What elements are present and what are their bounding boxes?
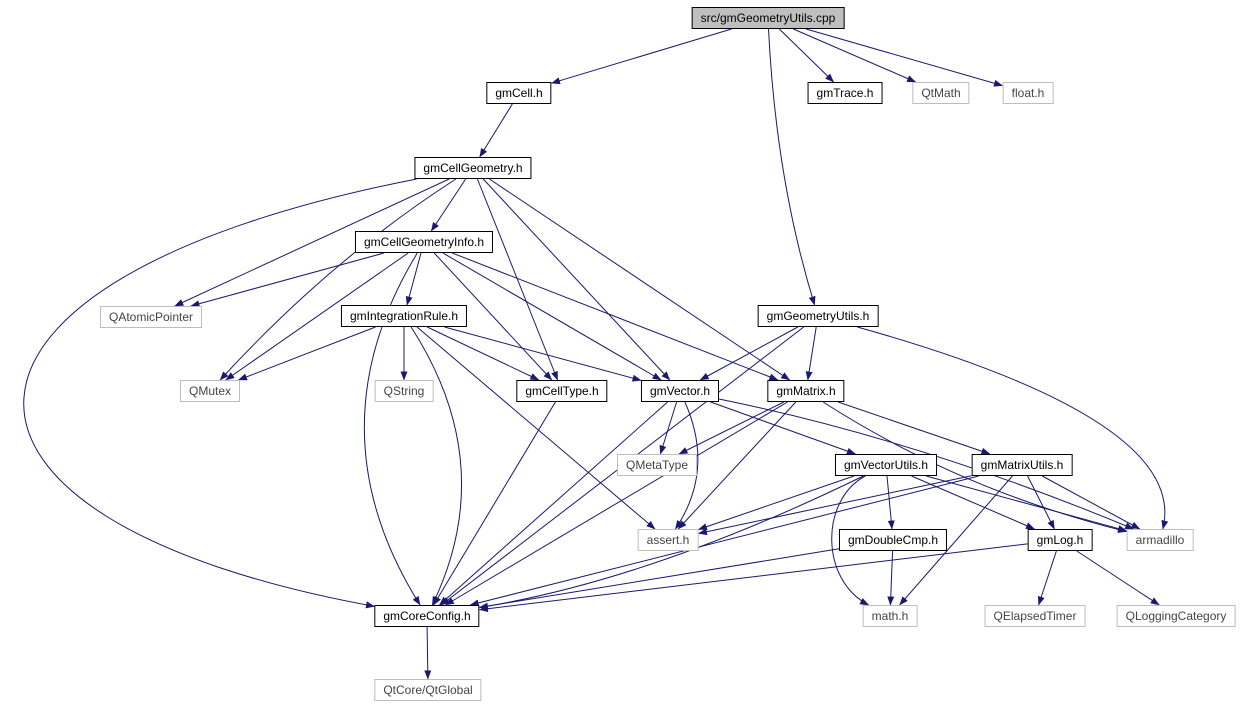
edge-gmCellGeometryInfo-gmIntegrationRule	[405, 252, 422, 306]
graph-node-cpp: src/gmGeometryUtils.cpp	[691, 7, 845, 29]
edge-gmLog-QLoggingCategory	[1076, 550, 1160, 606]
edge-gmMatrix-gmCoreConfig	[445, 401, 788, 606]
graph-node-float: float.h	[1002, 82, 1054, 104]
edge-gmVector-gmCoreConfig	[439, 401, 668, 606]
graph-node-gmIntegrationRule[interactable]: gmIntegrationRule.h	[340, 305, 468, 327]
edge-gmMatrixUtils-gmLog	[1027, 475, 1055, 530]
edge-gmCellGeometryInfo-gmVector	[442, 252, 662, 381]
graph-node-gmGeometryUtilsH[interactable]: gmGeometryUtils.h	[757, 305, 879, 327]
edge-cpp-float	[805, 28, 1003, 87]
edge-cpp-gmTrace	[778, 28, 835, 83]
edge-gmMatrixUtils-gmCoreConfig	[469, 475, 979, 607]
graph-node-gmCell[interactable]: gmCell.h	[486, 82, 552, 104]
graph-node-gmVectorUtils[interactable]: gmVectorUtils.h	[834, 454, 938, 476]
edge-gmIntegrationRule-gmVector	[444, 326, 642, 382]
edge-gmMatrix-QMetaType	[678, 401, 785, 455]
edge-gmIntegrationRule-gmCellType	[426, 326, 540, 381]
edge-gmGeometryUtilsH-gmVector	[699, 326, 799, 381]
graph-node-gmCellGeometryInfo[interactable]: gmCellGeometryInfo.h	[354, 231, 494, 253]
edge-gmCellGeometry-gmCellType	[476, 178, 559, 381]
graph-node-QLoggingCategory: QLoggingCategory	[1116, 605, 1236, 627]
graph-node-QAtomicPointer: QAtomicPointer	[99, 306, 203, 328]
graph-node-QElapsedTimer: QElapsedTimer	[984, 605, 1086, 627]
graph-node-gmMatrix[interactable]: gmMatrix.h	[767, 380, 845, 402]
edge-gmCellGeometryInfo-QMutex	[225, 252, 409, 381]
edge-gmGeometryUtilsH-gmMatrix	[805, 326, 817, 381]
edge-gmCellGeometryInfo-gmCellType	[433, 252, 553, 381]
edge-gmIntegrationRule-QMutex	[238, 326, 376, 381]
graph-node-gmCellGeometry[interactable]: gmCellGeometry.h	[414, 157, 532, 179]
graph-node-math: math.h	[862, 605, 918, 627]
edge-gmMatrixUtils-armadillo	[1041, 475, 1141, 530]
edge-gmDoubleCmp-math	[887, 550, 895, 606]
edge-gmCellGeometry-gmCoreConfig	[23, 178, 417, 609]
edge-gmMatrix-assert	[677, 401, 797, 530]
edge-gmVectorUtils-gmDoubleCmp	[886, 475, 895, 530]
edge-gmMatrix-gmMatrixUtils	[837, 401, 991, 455]
edge-gmCellGeometry-QAtomicPointer	[174, 178, 450, 307]
edge-gmVector-assert	[674, 401, 699, 530]
graph-node-assert: assert.h	[637, 529, 699, 551]
edge-gmVectorUtils-assert	[698, 475, 855, 531]
edge-gmCellGeometry-gmCellGeometryInfo	[430, 178, 467, 232]
edge-gmIntegrationRule-assert	[416, 326, 656, 530]
edge-gmCellGeometryInfo-QAtomicPointer	[190, 252, 385, 308]
edge-gmVector-gmVectorUtils	[710, 401, 856, 455]
graph-node-gmCoreConfig[interactable]: gmCoreConfig.h	[374, 605, 480, 627]
edge-gmIntegrationRule-gmCoreConfig	[410, 326, 463, 606]
graph-node-gmDoubleCmp[interactable]: gmDoubleCmp.h	[838, 529, 948, 551]
edge-cpp-QtMath	[793, 28, 917, 83]
graph-node-gmTrace[interactable]: gmTrace.h	[807, 82, 883, 104]
edge-gmCellGeometry-gmMatrix	[489, 178, 791, 381]
edge-group	[23, 28, 1169, 680]
graph-node-armadillo: armadillo	[1126, 529, 1194, 551]
edge-cpp-gmGeometryUtilsH	[768, 28, 816, 306]
edge-gmVector-armadillo	[718, 398, 1135, 530]
graph-node-QtMath: QtMath	[912, 82, 970, 104]
edge-gmCellGeometryInfo-gmMatrix	[452, 252, 779, 381]
graph-node-QMutex: QMutex	[179, 380, 241, 402]
edge-gmCellGeometry-gmVector	[482, 178, 671, 381]
edge-gmCell-gmCellGeometry	[479, 103, 513, 158]
graph-node-gmVector[interactable]: gmVector.h	[640, 380, 720, 402]
edge-gmVector-QMetaType	[659, 401, 678, 455]
graph-node-QMetaType: QMetaType	[616, 454, 698, 476]
edge-gmCellGeometry-QMutex	[219, 178, 457, 381]
edge-gmLog-QElapsedTimer	[1037, 550, 1057, 606]
edge-gmCellGeometryInfo-gmCoreConfig	[363, 252, 421, 606]
edge-gmLog-gmCoreConfig	[479, 543, 1028, 613]
edge-gmMatrixUtils-assert	[698, 475, 972, 536]
edge-gmVectorUtils-armadillo	[926, 475, 1127, 532]
edge-gmVectorUtils-gmLog	[911, 475, 1035, 530]
graph-node-QtGlobal: QtCore/QtGlobal	[374, 679, 482, 701]
edge-cpp-gmCell	[551, 28, 732, 85]
edge-gmCellType-gmCoreConfig	[433, 401, 556, 606]
graph-node-QString: QString	[374, 380, 434, 402]
edge-gmGeometryUtilsH-armadillo	[857, 326, 1169, 530]
graph-node-gmLog[interactable]: gmLog.h	[1027, 529, 1093, 551]
edge-gmVectorUtils-gmCoreConfig	[479, 475, 864, 610]
edge-gmDoubleCmp-gmCoreConfig	[479, 548, 840, 610]
edge-gmVectorUtils-math	[831, 475, 870, 606]
graph-node-gmMatrixUtils[interactable]: gmMatrixUtils.h	[971, 454, 1073, 476]
edge-gmCoreConfig-QtGlobal	[424, 626, 432, 680]
edge-gmMatrixUtils-math	[899, 475, 1013, 606]
graph-node-gmCellType[interactable]: gmCellType.h	[516, 380, 608, 402]
